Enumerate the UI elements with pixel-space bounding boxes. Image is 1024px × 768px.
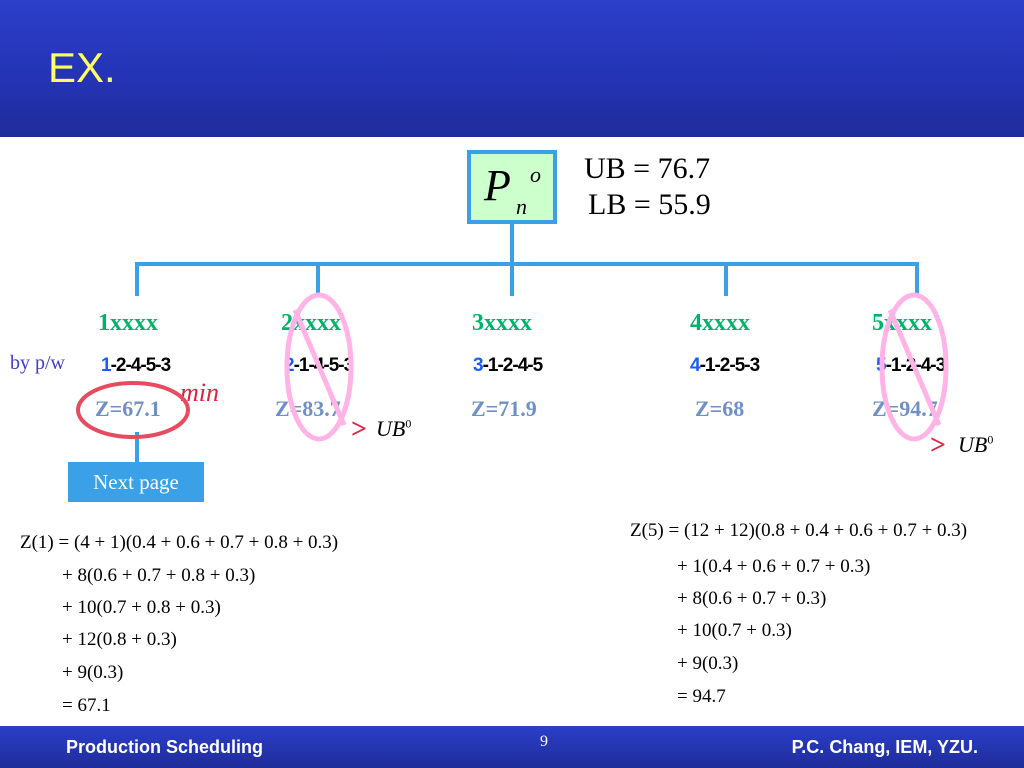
ub0-text-5: UB bbox=[958, 432, 988, 457]
equation-left-line-3: + 10(0.7 + 0.8 + 0.3) bbox=[62, 597, 221, 618]
ub0-label-5: UB0 bbox=[958, 432, 993, 458]
z-value-2: Z=83.7 bbox=[275, 396, 341, 421]
sequence-1-first: 1 bbox=[101, 355, 112, 376]
tree-branch-3 bbox=[510, 262, 514, 296]
sequence-5-rest: -1-2-4-3 bbox=[885, 355, 947, 376]
ub0-label-2: UB0 bbox=[376, 416, 411, 442]
node-label-4: 4xxxx bbox=[690, 310, 750, 336]
equation-right-line-6: = 94.7 bbox=[677, 686, 726, 707]
equation-right-line-1: Z(5) = (12 + 12)(0.8 + 0.4 + 0.6 + 0.7 +… bbox=[630, 520, 968, 541]
tree-root-stem bbox=[510, 224, 514, 266]
footer-bar bbox=[0, 726, 1024, 768]
equation-left-line-1: Z(1) = (4 + 1)(0.4 + 0.6 + 0.7 + 0.8 + 0… bbox=[20, 532, 339, 553]
equation-left-line-6: = 67.1 bbox=[62, 695, 111, 716]
sequence-1-rest: -2-4-5-3 bbox=[110, 355, 172, 376]
sequence-3-first: 3 bbox=[473, 355, 484, 376]
equation-right-line-2: + 1(0.4 + 0.6 + 0.7 + 0.3) bbox=[677, 556, 871, 577]
next-page-button[interactable]: Next page bbox=[68, 462, 204, 502]
node-label-3: 3xxxx bbox=[472, 310, 532, 336]
equation-left-line-2: + 8(0.6 + 0.7 + 0.8 + 0.3) bbox=[62, 565, 256, 586]
slide-title: EX. bbox=[48, 44, 116, 91]
tree-branch-1 bbox=[135, 262, 139, 296]
z-value-3: Z=71.9 bbox=[471, 396, 537, 421]
tree-branch-2 bbox=[316, 262, 320, 296]
lower-bound: LB = 55.9 bbox=[588, 188, 711, 221]
sequence-2-first: 2 bbox=[284, 355, 295, 376]
node-label-2: 2xxxx bbox=[281, 310, 341, 336]
z-value-4: Z=68 bbox=[695, 396, 745, 421]
root-node-box bbox=[467, 150, 557, 224]
greater-than-sign-5: > bbox=[930, 430, 946, 461]
sequence-3-rest: -1-2-4-5 bbox=[482, 355, 544, 376]
sequence-2: 2-1-4-5-3 bbox=[284, 355, 355, 377]
ub0-text-2: UB bbox=[376, 416, 406, 441]
sequence-2-rest: -1-4-5-3 bbox=[293, 355, 355, 376]
equation-right-line-3: + 8(0.6 + 0.7 + 0.3) bbox=[677, 588, 827, 609]
tree-branch-4 bbox=[724, 262, 728, 296]
equation-right-line-4: + 10(0.7 + 0.3) bbox=[677, 620, 792, 641]
sequence-4-rest: -1-2-5-3 bbox=[699, 355, 761, 376]
min-label: min bbox=[180, 378, 219, 407]
equation-left-line-4: + 12(0.8 + 0.3) bbox=[62, 629, 177, 650]
header-bar bbox=[0, 0, 1024, 137]
footer-author: P.C. Chang, IEM, YZU. bbox=[791, 737, 978, 757]
z-value-1: Z=67.1 bbox=[95, 396, 161, 421]
sequence-1: 1-2-4-5-3 bbox=[101, 355, 172, 377]
greater-than-sign-2: > bbox=[351, 414, 367, 445]
root-node-subscript: n bbox=[516, 194, 527, 219]
z-value-5: Z=94.7 bbox=[872, 396, 938, 421]
equation-right-line-5: + 9(0.3) bbox=[677, 653, 739, 674]
root-node-superscript: o bbox=[530, 162, 541, 187]
sequence-4-first: 4 bbox=[690, 355, 701, 376]
footer-course-name: Production Scheduling bbox=[66, 737, 263, 757]
ub0-sup-5: 0 bbox=[987, 432, 994, 447]
node-label-5: 5xxxx bbox=[872, 310, 932, 336]
tree-horizontal-bar bbox=[135, 262, 919, 266]
sequence-5-first: 5 bbox=[876, 355, 887, 376]
upper-bound: UB = 76.7 bbox=[584, 152, 711, 185]
root-node-symbol: P bbox=[484, 161, 511, 210]
next-page-connector bbox=[135, 432, 139, 462]
page-number: 9 bbox=[540, 733, 548, 750]
by-pw-label: by p/w bbox=[10, 352, 65, 374]
tree-branch-5 bbox=[915, 262, 919, 296]
sequence-4: 4-1-2-5-3 bbox=[690, 355, 761, 377]
ub0-sup-2: 0 bbox=[405, 416, 412, 431]
node-label-1: 1xxxx bbox=[98, 310, 158, 336]
sequence-3: 3-1-2-4-5 bbox=[473, 355, 544, 377]
equation-left-line-5: + 9(0.3) bbox=[62, 662, 124, 683]
sequence-5: 5-1-2-4-3 bbox=[876, 355, 947, 377]
